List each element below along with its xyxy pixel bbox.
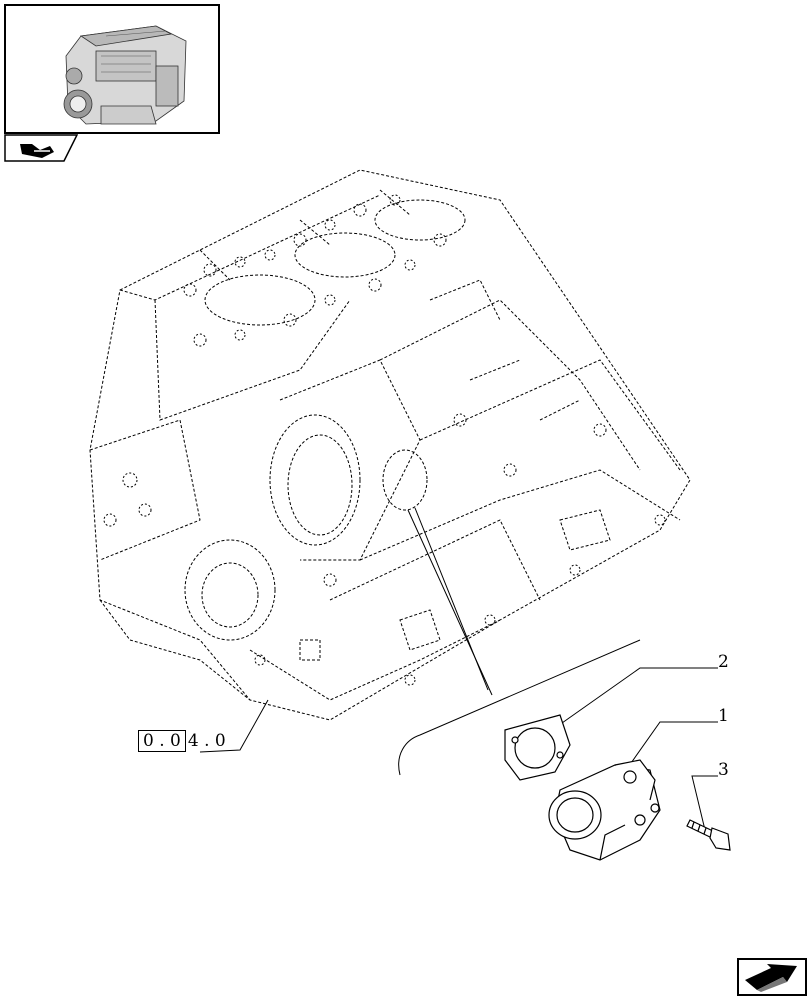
engine-thumbnail-frame <box>4 4 220 134</box>
leader-lines <box>199 507 718 831</box>
engine-section-tab-icon <box>4 134 78 162</box>
engine-thumbnail-icon <box>63 25 187 125</box>
section-reference-boxed: 0 . 0 <box>138 730 186 752</box>
next-page-button[interactable] <box>737 958 807 996</box>
thermostat-housing-part-1 <box>548 759 661 861</box>
next-page-arrow-icon <box>737 958 807 996</box>
engine-section-tab[interactable] <box>4 134 78 162</box>
callout-1: 1 <box>718 706 729 726</box>
engine-block-bolt-holes <box>103 194 666 686</box>
section-reference-trailing: 4 . 0 <box>187 731 226 751</box>
callout-3: 3 <box>718 760 729 780</box>
engine-block-outline <box>89 169 691 721</box>
section-reference[interactable]: 0 . 0 4 . 0 <box>138 730 228 752</box>
bolt-part-3 <box>686 819 731 851</box>
callout-2: 2 <box>718 652 729 672</box>
gasket-part-2 <box>504 714 571 781</box>
